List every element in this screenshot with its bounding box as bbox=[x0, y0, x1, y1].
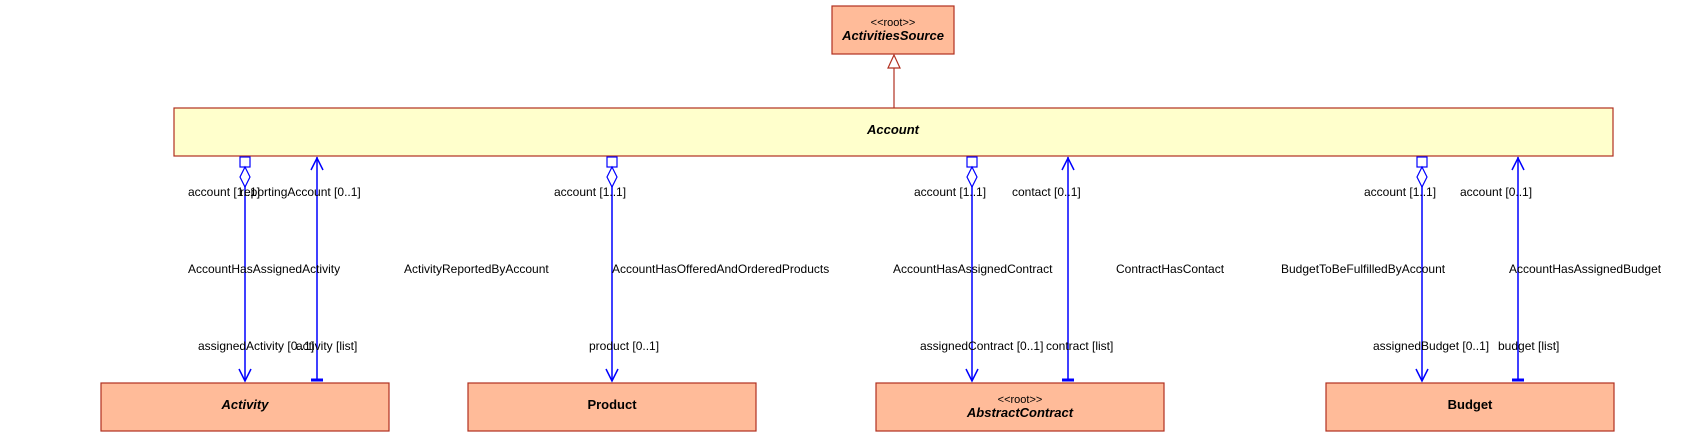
class-product-name: Product bbox=[587, 397, 637, 412]
assoc-name-accounthasofferedandorderedproducts: AccountHasOfferedAndOrderedProducts bbox=[612, 262, 829, 276]
role-label-contact: contact [0..1] bbox=[1012, 185, 1081, 199]
role-label-contract-list: contract [list] bbox=[1046, 339, 1113, 353]
assoc-name-activityreportedbyaccount: ActivityReportedByAccount bbox=[404, 262, 549, 276]
association-contracthascontact[interactable] bbox=[1061, 156, 1075, 382]
role-label-account-activity: account [1..1] bbox=[188, 185, 260, 199]
role-label-budget-list: budget [list] bbox=[1498, 339, 1559, 353]
assoc-name-contracthascontact: ContractHasContact bbox=[1116, 262, 1225, 276]
assoc-name-accounthasassignedbudget: AccountHasAssignedBudget bbox=[1509, 262, 1662, 276]
class-abstractcontract-stereotype: <<root>> bbox=[998, 394, 1043, 406]
class-activitiessource-name: ActivitiesSource bbox=[841, 28, 944, 43]
class-activitiessource[interactable]: <<root>> ActivitiesSource bbox=[831, 5, 955, 55]
role-label-account-contract: account [1..1] bbox=[914, 185, 986, 199]
association-accounthasassignedcontract[interactable] bbox=[965, 156, 979, 383]
role-label-product: product [0..1] bbox=[589, 339, 659, 353]
generalization-account-to-activitiessource bbox=[887, 53, 901, 108]
role-label-account-product: account [1..1] bbox=[554, 185, 626, 199]
class-product[interactable]: Product bbox=[467, 382, 757, 432]
class-activity-name: Activity bbox=[221, 397, 270, 412]
role-label-assignedactivity: assignedActivity [0..1] bbox=[198, 339, 314, 353]
role-label-activity-list: activity [list] bbox=[296, 339, 357, 353]
class-budget[interactable]: Budget bbox=[1325, 382, 1615, 432]
assoc-name-budgettobefulfilledbyaccount: BudgetToBeFulfilledByAccount bbox=[1281, 262, 1446, 276]
association-accounthasassignedbudget[interactable] bbox=[1511, 156, 1525, 382]
class-abstractcontract[interactable]: <<root>> AbstractContract bbox=[875, 382, 1165, 432]
class-activity[interactable]: Activity bbox=[100, 382, 390, 432]
association-activityreportedbyaccount[interactable] bbox=[310, 156, 324, 382]
association-accounthasassignedactivity[interactable] bbox=[238, 156, 252, 383]
class-activitiessource-stereotype: <<root>> bbox=[871, 17, 916, 29]
association-accounthasofferedandorderedproducts[interactable] bbox=[605, 156, 619, 383]
role-label-assignedcontract: assignedContract [0..1] bbox=[920, 339, 1043, 353]
role-label-account-budget-assigned: account [0..1] bbox=[1460, 185, 1532, 199]
class-budget-name: Budget bbox=[1448, 397, 1493, 412]
assoc-name-accounthasassignedcontract: AccountHasAssignedContract bbox=[893, 262, 1053, 276]
role-label-account-budget-fulfilled: account [1..1] bbox=[1364, 185, 1436, 199]
association-budgettobefulfilledbyaccount[interactable] bbox=[1415, 156, 1429, 383]
role-label-reportingaccount: reportingAccount [0..1] bbox=[240, 185, 361, 199]
class-account-name: Account bbox=[866, 122, 920, 137]
class-abstractcontract-name: AbstractContract bbox=[966, 405, 1074, 420]
assoc-name-accounthasassignedactivity: AccountHasAssignedActivity bbox=[188, 262, 340, 276]
role-label-assignedbudget: assignedBudget [0..1] bbox=[1373, 339, 1489, 353]
class-account[interactable]: Account bbox=[173, 107, 1614, 157]
